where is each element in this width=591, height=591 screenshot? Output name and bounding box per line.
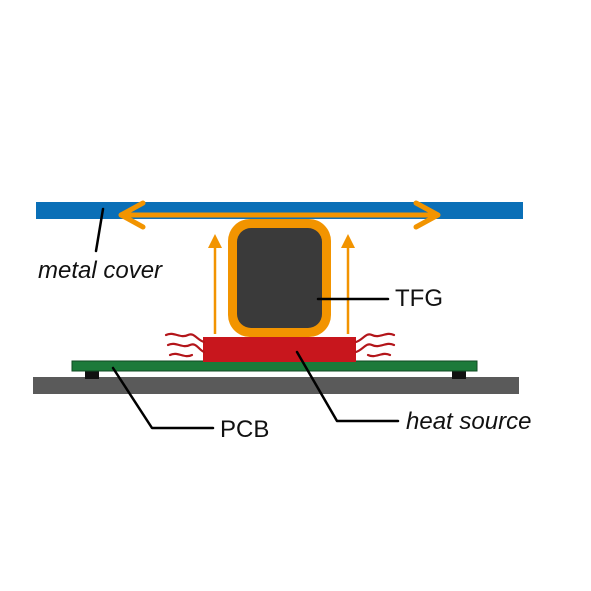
heat-source-block <box>203 337 356 362</box>
leader-line-heat-source <box>295 350 400 423</box>
leader-line-metal-cover <box>94 207 105 253</box>
pcb-board <box>71 360 478 372</box>
lateral-spread-arrow <box>118 200 441 230</box>
heat-waves-left <box>164 332 206 358</box>
heat-waves-right <box>354 332 396 358</box>
tfg-core <box>237 228 322 328</box>
upward-heat-arrow-left <box>208 234 222 334</box>
base-plate <box>33 377 519 394</box>
standoff-right <box>452 369 466 379</box>
label-pcb: PCB <box>220 416 269 443</box>
leader-line-pcb <box>111 366 215 430</box>
standoff-left <box>85 369 99 379</box>
label-tfg: TFG <box>395 285 443 312</box>
label-heat-source: heat source <box>406 408 531 435</box>
label-metal-cover: metal cover <box>38 257 163 284</box>
upward-heat-arrow-right <box>341 234 355 334</box>
